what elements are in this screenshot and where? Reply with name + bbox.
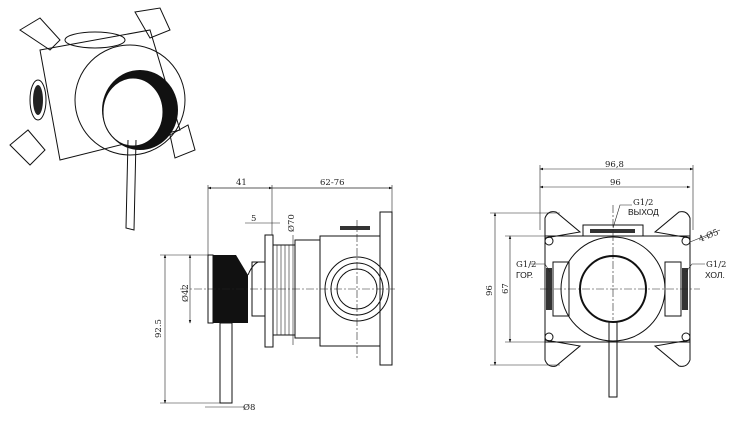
cold-label: ХОЛ.: [705, 270, 725, 280]
front-view: 96,8 96 96 67 G1/2 ВЫХОД 4-Ø5 G1/2: [485, 160, 726, 398]
hot-label: ГОР.: [516, 270, 533, 280]
dim-8: Ø8: [243, 402, 255, 413]
holes-dim: 4-Ø5: [697, 227, 720, 245]
dim-5: 5: [251, 214, 256, 224]
dim-96-width: 96: [610, 178, 621, 188]
dim-62-76: 62-76: [320, 178, 345, 188]
dim-96-height: 96: [485, 285, 495, 296]
dim-92-5: 92.5: [154, 319, 164, 338]
hot-thread: G1/2: [516, 260, 536, 270]
side-view: 41 62-76 5 Ø70 Ø8 92.5 Ø42: [154, 178, 395, 413]
isometric-view: [9, 7, 196, 231]
dim-42: Ø42: [180, 284, 191, 302]
dim-67: 67: [501, 283, 511, 294]
dim-41: 41: [236, 178, 247, 188]
outlet-label: ВЫХОД: [628, 207, 659, 217]
outlet-thread: G1/2: [633, 198, 653, 208]
cold-thread: G1/2: [706, 260, 726, 270]
dim-96-8: 96,8: [605, 160, 624, 170]
dim-70: Ø70: [286, 214, 297, 232]
